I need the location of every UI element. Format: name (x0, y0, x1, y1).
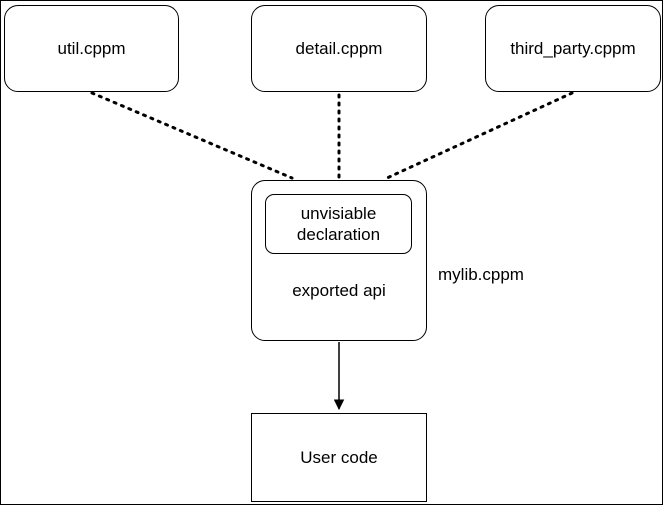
module-util-box: util.cppm (4, 5, 179, 92)
hidden-declaration-line-2: declaration (296, 225, 381, 244)
hidden-declaration-line-1: unvisiable (300, 204, 377, 223)
module-third-party-box: third_party.cppm (485, 5, 661, 92)
library-file-label: mylib.cppm (438, 265, 524, 284)
module-detail-box: detail.cppm (251, 5, 427, 92)
hidden-declaration-box: unvisiable declaration (265, 194, 412, 254)
module-detail-label: detail.cppm (295, 39, 383, 58)
module-util-label: util.cppm (57, 39, 126, 58)
library-mylib-box: unvisiable declaration exported api (251, 180, 427, 341)
exported-api-label: exported api (292, 281, 386, 300)
edge-third-party-to-mylib (385, 91, 574, 180)
user-code-label: User code (300, 448, 378, 467)
module-third-party-label: third_party.cppm (510, 39, 636, 58)
user-code-box: User code (251, 413, 427, 502)
edge-util-to-mylib (90, 91, 294, 180)
